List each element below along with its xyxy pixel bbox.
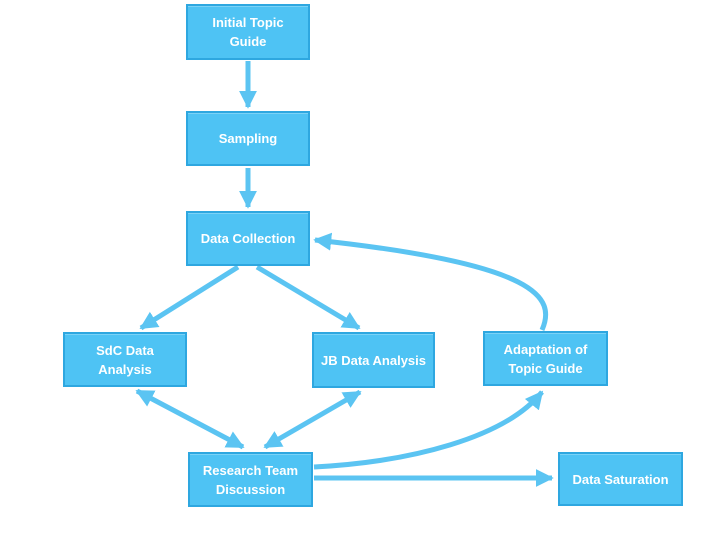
node-initial-topic-guide: Initial Topic Guide xyxy=(186,4,310,60)
node-label: Data Saturation xyxy=(572,471,669,487)
node-adaptation-of-topic-guide: Adaptation of Topic Guide xyxy=(483,331,608,386)
node-label: Adaptation of Topic Guide xyxy=(503,341,588,376)
node-label: JB Data Analysis xyxy=(320,352,426,368)
arrow-collection-to-jb xyxy=(255,264,361,331)
node-label: Initial Topic Guide xyxy=(212,15,284,49)
node-label: Sampling xyxy=(218,131,278,146)
arrow-jb-research-two-way xyxy=(263,389,362,450)
node-sampling: Sampling xyxy=(186,111,310,166)
node-jb-data-analysis: JB Data Analysis xyxy=(312,332,435,388)
node-data-collection: Data Collection xyxy=(186,211,310,266)
curve-research-to-adaptation xyxy=(313,390,544,470)
curve-adaptation-to-collection xyxy=(313,232,549,332)
arrow-sdc-research-two-way xyxy=(135,388,245,450)
node-label: Data Collection xyxy=(200,231,296,246)
node-sdc-data-analysis: SdC Data Analysis xyxy=(63,332,187,387)
node-label: Research Team Discussion xyxy=(202,462,299,497)
arrow-collection-to-sdc xyxy=(139,264,240,331)
node-label: SdC Data Analysis xyxy=(96,342,154,377)
node-research-team-discussion: Research Team Discussion xyxy=(188,452,313,507)
node-data-saturation: Data Saturation xyxy=(558,452,683,506)
